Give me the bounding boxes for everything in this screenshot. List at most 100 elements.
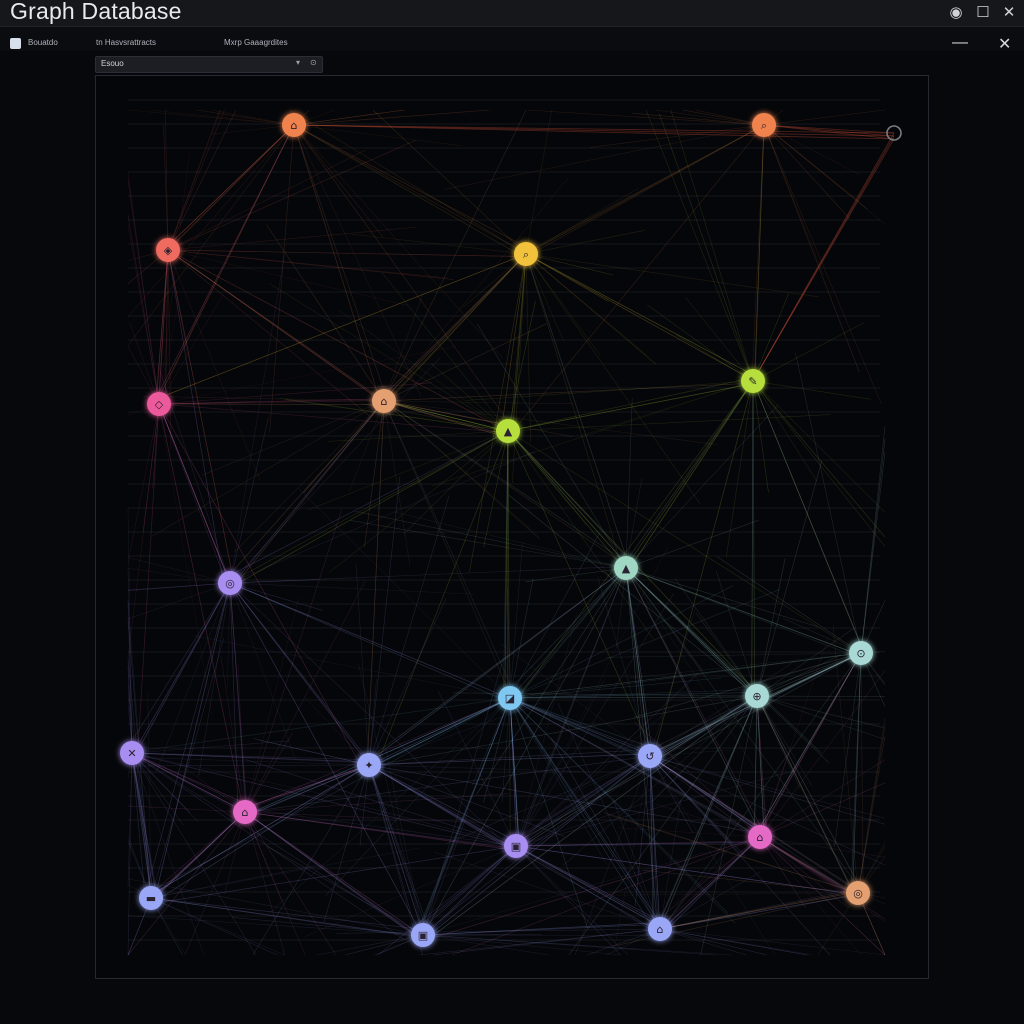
graph-edge bbox=[763, 124, 861, 176]
graph-edge bbox=[244, 580, 366, 813]
menu-item-2[interactable]: Mxrp Gaaagrdites bbox=[224, 38, 288, 47]
graph-edge bbox=[606, 652, 862, 658]
graph-edge bbox=[371, 697, 511, 769]
graph-edge bbox=[509, 697, 588, 929]
graph-edge bbox=[620, 380, 754, 575]
search-option-icon[interactable]: ⊙ bbox=[310, 58, 317, 67]
app-icon bbox=[10, 38, 21, 49]
node-circle[interactable] bbox=[411, 923, 435, 947]
graph-edge bbox=[756, 695, 886, 740]
graph-edge bbox=[507, 430, 858, 652]
graph-edge bbox=[832, 625, 859, 894]
graph-edge bbox=[752, 380, 886, 547]
graph-edge bbox=[654, 803, 761, 838]
node-circle[interactable] bbox=[745, 684, 769, 708]
node-circle[interactable] bbox=[357, 753, 381, 777]
node-circle[interactable] bbox=[156, 238, 180, 262]
maximize-button[interactable]: ☐ bbox=[976, 4, 990, 21]
node-circle[interactable] bbox=[614, 556, 638, 580]
node-circle[interactable] bbox=[496, 419, 520, 443]
graph-node-n4[interactable]: ⌕ bbox=[514, 242, 538, 266]
settings-icon[interactable]: ◉ bbox=[949, 4, 963, 21]
graph-node-n18[interactable]: ▣ bbox=[504, 834, 528, 858]
chevron-down-icon[interactable]: ▾ bbox=[296, 58, 301, 67]
app-label[interactable]: Bouatdo bbox=[28, 38, 58, 47]
graph-edge bbox=[525, 253, 701, 505]
graph-node-n2[interactable]: ⌕ bbox=[752, 113, 776, 137]
graph-node-n8[interactable]: ✎ bbox=[741, 369, 765, 393]
node-circle[interactable] bbox=[752, 113, 776, 137]
graph-edge bbox=[131, 752, 205, 956]
close-button[interactable]: ✕ bbox=[1002, 4, 1016, 21]
search-input[interactable]: Esouo ▾ ⊙ bbox=[95, 56, 323, 73]
graph-node-n5[interactable]: ◇ bbox=[147, 392, 171, 416]
graph-edge bbox=[150, 638, 224, 899]
node-circle[interactable] bbox=[282, 113, 306, 137]
node-circle[interactable] bbox=[233, 800, 257, 824]
graph-node-n19[interactable]: ⌂ bbox=[748, 825, 772, 849]
graph-node-n10[interactable]: ▲ bbox=[614, 556, 638, 580]
graph-edge bbox=[763, 124, 895, 137]
graph-node-n7[interactable]: ▲ bbox=[496, 419, 520, 443]
graph-node-n9[interactable]: ◎ bbox=[218, 571, 242, 595]
graph-edge bbox=[383, 293, 424, 402]
graph-node-n22[interactable]: ⌂ bbox=[648, 917, 672, 941]
graph-edge bbox=[363, 567, 627, 763]
node-circle[interactable] bbox=[498, 686, 522, 710]
graph-node-n12[interactable]: ◪ bbox=[498, 686, 522, 710]
graph-edge bbox=[420, 697, 511, 930]
graph-edge bbox=[795, 352, 862, 654]
graph-edge bbox=[622, 380, 754, 567]
graph-edge bbox=[529, 124, 765, 253]
graph-edge bbox=[625, 567, 764, 832]
node-circle[interactable] bbox=[218, 571, 242, 595]
menu-item-1[interactable]: tn Hasvsrattracts bbox=[96, 38, 157, 47]
graph-edge bbox=[432, 380, 754, 487]
graph-node-n20[interactable]: ▬ bbox=[139, 886, 163, 910]
node-circle[interactable] bbox=[120, 741, 144, 765]
graph-edge bbox=[131, 752, 256, 956]
close-panel-button[interactable]: ✕ bbox=[998, 36, 1012, 53]
graph-node-n16[interactable]: ↺ bbox=[638, 744, 662, 768]
graph-edge bbox=[368, 764, 518, 842]
graph-node-n21[interactable]: ▣ bbox=[411, 923, 435, 947]
graph-edge bbox=[525, 253, 657, 365]
node-circle[interactable] bbox=[139, 886, 163, 910]
node-circle[interactable] bbox=[638, 744, 662, 768]
node-circle[interactable] bbox=[514, 242, 538, 266]
graph-node-n17[interactable]: ⌂ bbox=[233, 800, 257, 824]
graph-edge bbox=[763, 124, 860, 373]
graph-edge bbox=[421, 836, 761, 942]
node-icon: ✎ bbox=[748, 375, 757, 388]
graph-edge bbox=[625, 567, 830, 763]
graph-edge bbox=[127, 567, 231, 584]
graph-node-n13[interactable]: ⊕ bbox=[745, 684, 769, 708]
graph-edge bbox=[509, 697, 647, 754]
graph-node-n15[interactable]: ✦ bbox=[357, 753, 381, 777]
graph-node-n3[interactable]: ◈ bbox=[156, 238, 180, 262]
node-circle[interactable] bbox=[504, 834, 528, 858]
graph-node-n1[interactable]: ⌂ bbox=[282, 113, 306, 137]
graph-edge bbox=[756, 654, 841, 697]
node-circle[interactable] bbox=[748, 825, 772, 849]
node-circle[interactable] bbox=[648, 917, 672, 941]
node-circle[interactable] bbox=[846, 881, 870, 905]
graph-edge bbox=[525, 253, 609, 302]
graph-node-n14[interactable]: ✕ bbox=[120, 741, 144, 765]
graph-edge bbox=[525, 253, 531, 443]
graph-node-n6[interactable]: ⌂ bbox=[372, 389, 396, 413]
node-circle[interactable] bbox=[849, 641, 873, 665]
node-circle[interactable] bbox=[147, 392, 171, 416]
graph-edge bbox=[224, 811, 246, 895]
graph-edge bbox=[418, 697, 511, 932]
unlinked-node[interactable] bbox=[886, 125, 902, 141]
graph-edge bbox=[763, 124, 850, 219]
graph-node-n23[interactable]: ◎ bbox=[846, 881, 870, 905]
graph-edge bbox=[509, 697, 655, 931]
graph-edge bbox=[211, 109, 295, 126]
graph-node-n11[interactable]: ⊙ bbox=[849, 641, 873, 665]
minimize-panel-button[interactable]: — bbox=[952, 34, 968, 51]
node-circle[interactable] bbox=[741, 369, 765, 393]
node-circle[interactable] bbox=[372, 389, 396, 413]
